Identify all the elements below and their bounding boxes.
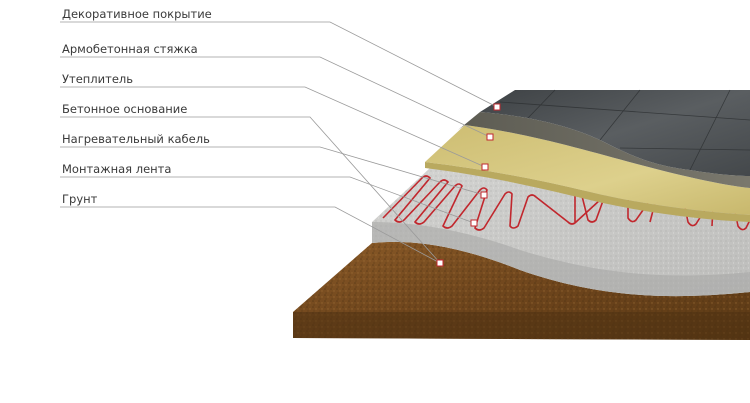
tile-layer	[480, 89, 750, 176]
marker-tape	[470, 219, 478, 227]
label-soil: Грунт	[62, 192, 98, 206]
leader-line-cable	[60, 146, 485, 196]
leader-lines	[60, 21, 498, 264]
label-screed: Армобетонная стяжка	[62, 42, 198, 56]
screed-layer	[458, 112, 750, 188]
label-tape: Монтажная лента	[62, 162, 171, 176]
leader-line-decor	[60, 21, 498, 108]
label-decor: Декоративное покрытие	[62, 7, 212, 21]
leader-line-soil	[60, 206, 441, 264]
label-insulation: Утеплитель	[62, 72, 133, 86]
marker-insulation	[481, 163, 489, 171]
leader-line-screed	[60, 56, 491, 138]
leader-line-tape	[60, 176, 475, 224]
marker-cable	[480, 191, 488, 199]
insulation-layer	[425, 125, 750, 222]
marker-decor	[493, 103, 501, 111]
concrete-base-layer	[372, 168, 750, 297]
marker-screed	[486, 133, 494, 141]
leader-line-base	[60, 116, 441, 264]
markers	[436, 103, 501, 267]
leader-line-insulation	[60, 86, 486, 168]
label-cable: Нагревательный кабель	[62, 132, 210, 146]
soil-layer	[293, 241, 750, 340]
marker-soil	[436, 259, 444, 267]
label-base: Бетонное основание	[62, 102, 187, 116]
layer-labels: Декоративное покрытие Армобетонная стяжк…	[62, 7, 212, 206]
